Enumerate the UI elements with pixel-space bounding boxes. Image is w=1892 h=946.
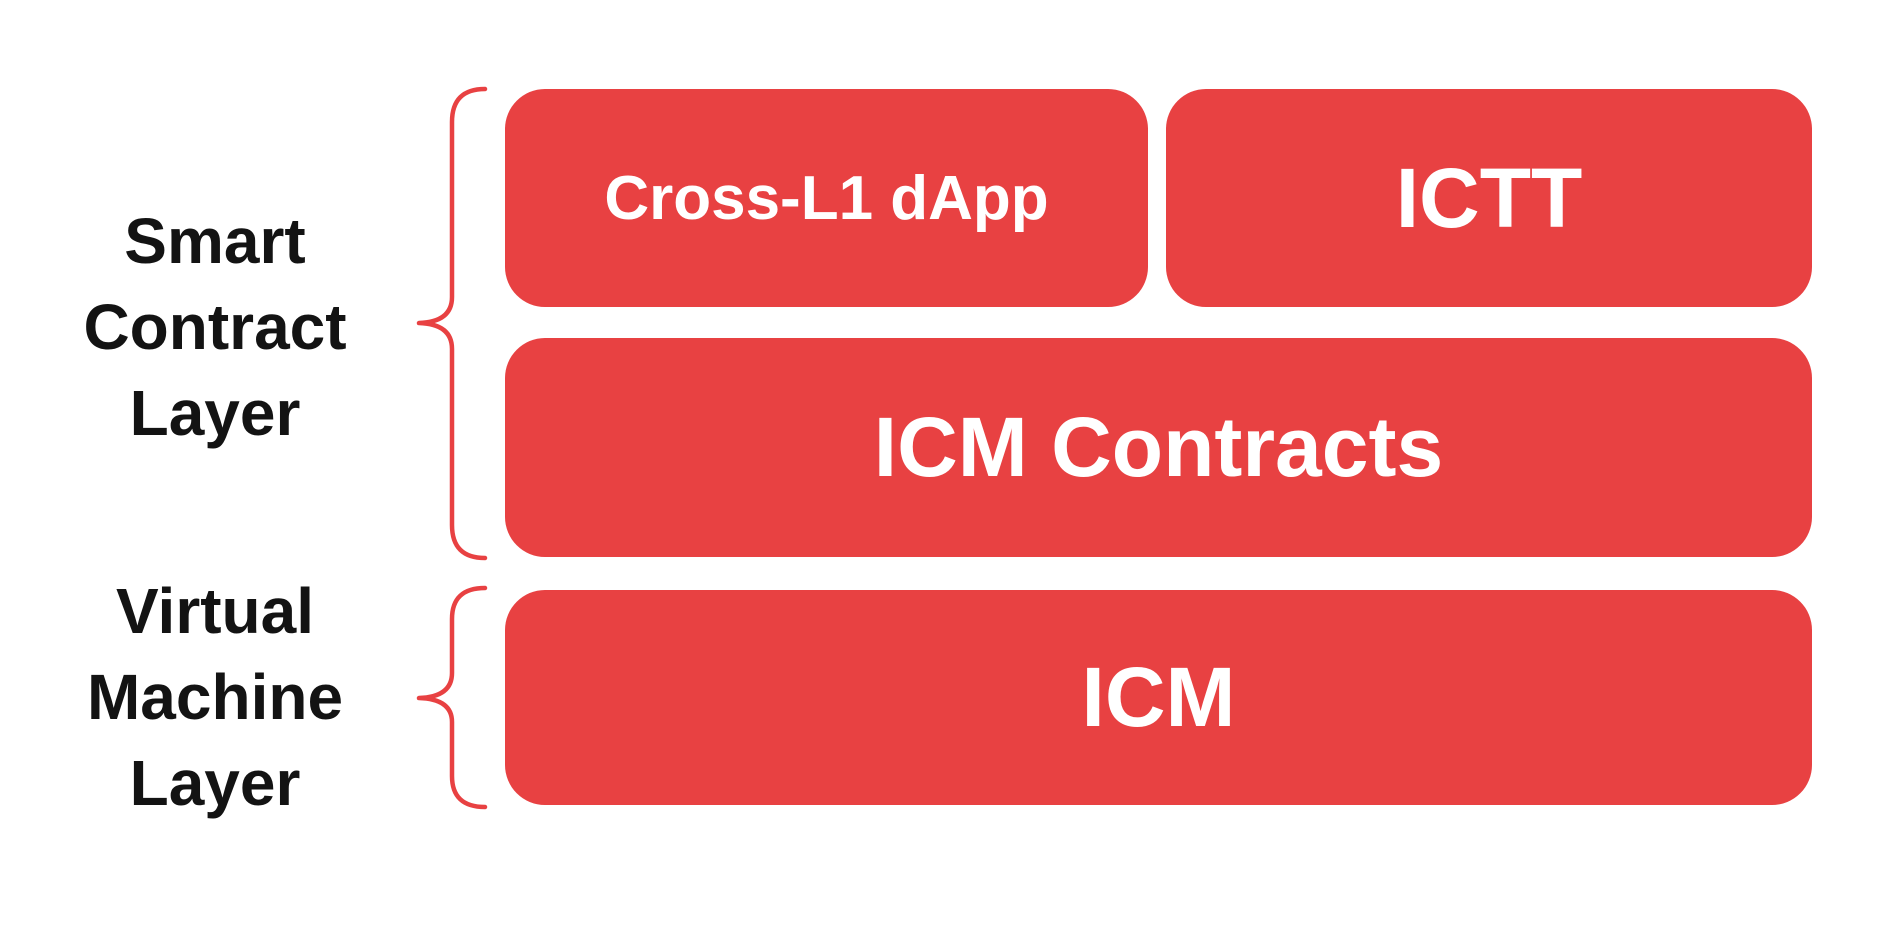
box-icm: ICM [505,590,1812,805]
label-line: Smart [124,205,306,277]
box-icm-contracts: ICM Contracts [505,338,1812,557]
box-ictt-label: ICTT [1395,150,1583,245]
box-icm-contracts-label: ICM Contracts [873,400,1444,494]
smart-contract-brace-icon [416,86,488,561]
label-line: Contract [83,291,347,363]
label-line: Virtual [116,575,314,647]
box-icm-label: ICM [1081,650,1236,744]
label-line: Machine [86,661,344,733]
box-cross-l1-dapp-label: Cross-L1 dApp [604,163,1049,233]
box-ictt: ICTT [1166,89,1812,307]
label-line: Layer [129,747,301,819]
box-cross-l1-dapp: Cross-L1 dApp [505,89,1148,307]
label-line: Layer [129,377,301,449]
smart-contract-layer-label: Smart Contract Layer [5,198,425,456]
virtual-machine-brace-icon [416,585,488,810]
virtual-machine-layer-label: Virtual Machine Layer [5,568,425,826]
